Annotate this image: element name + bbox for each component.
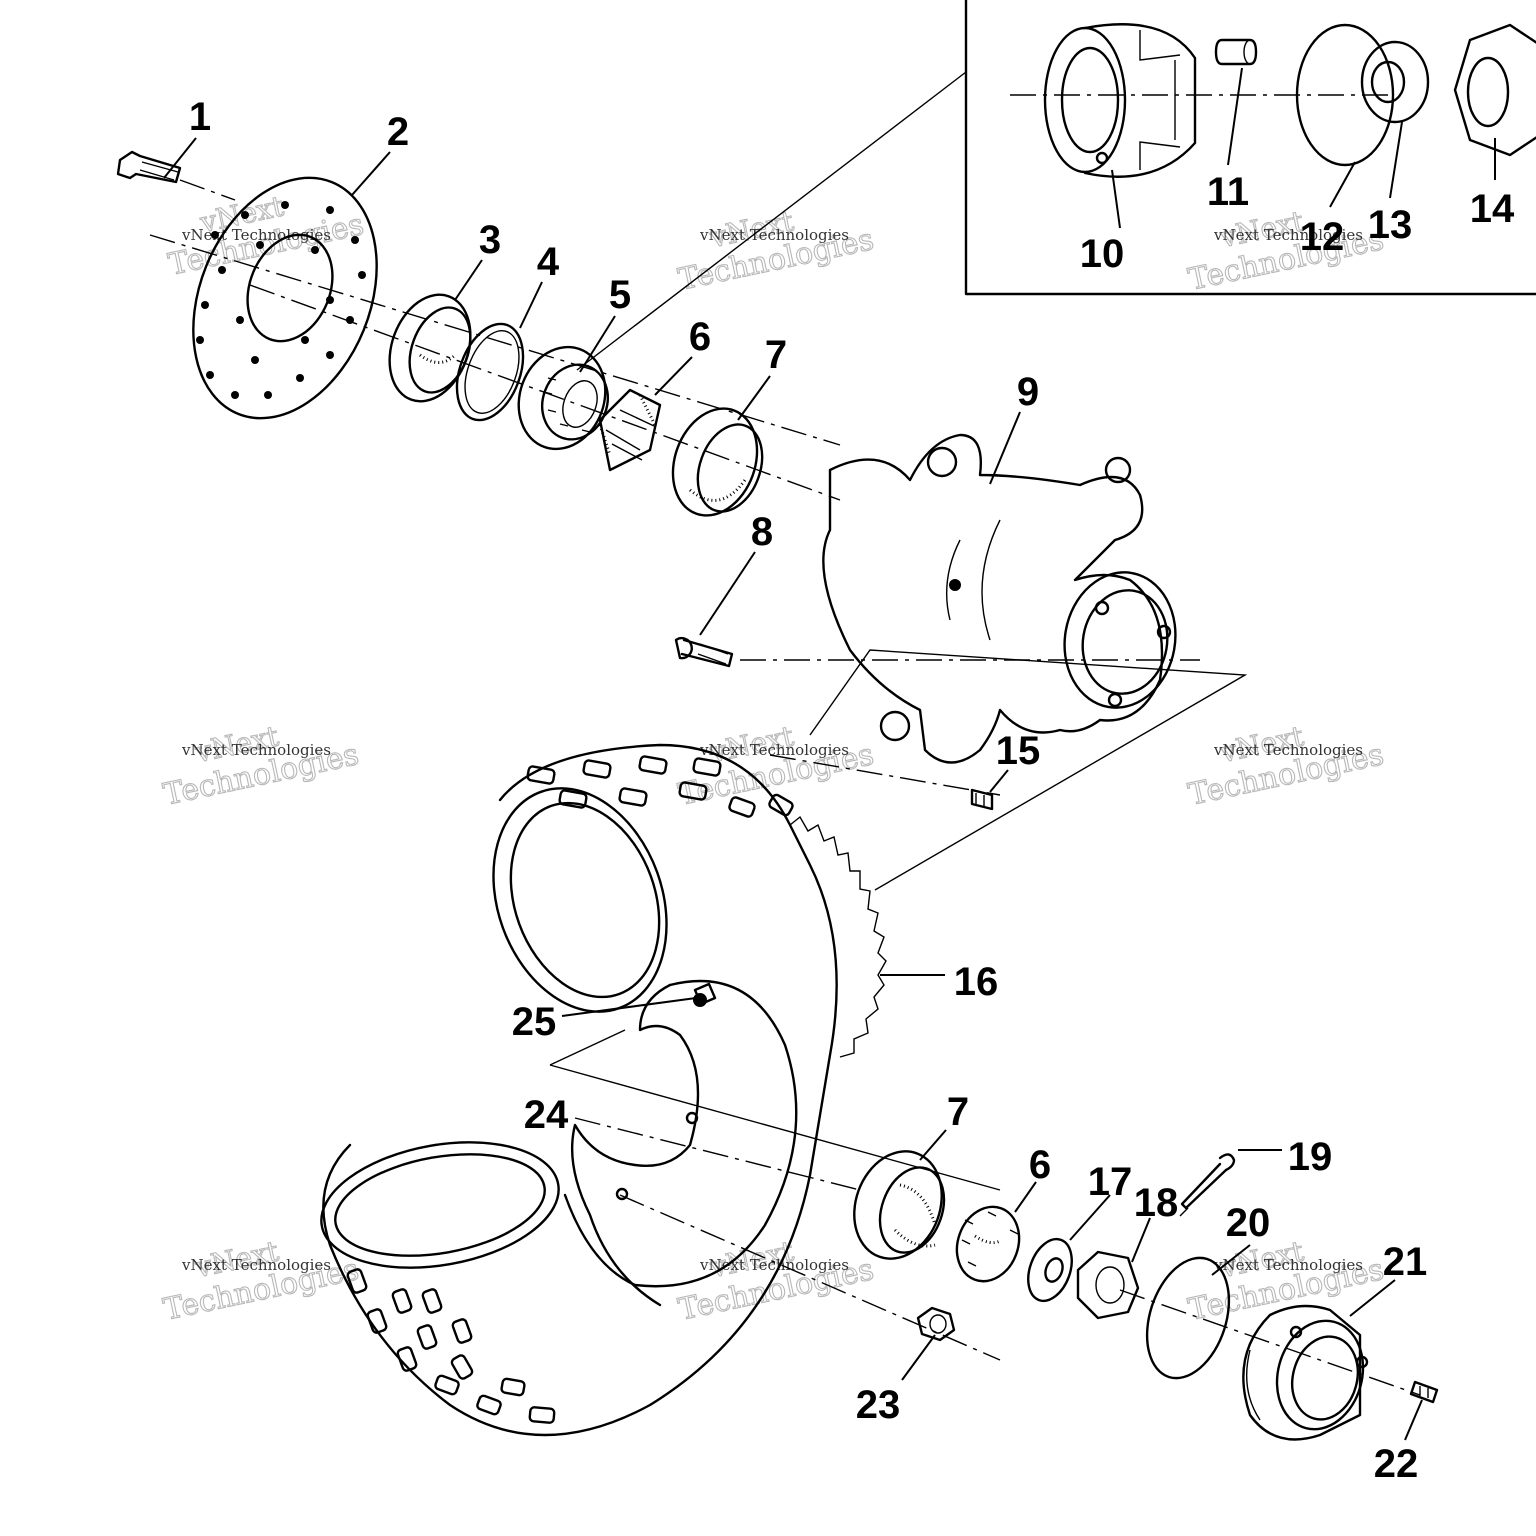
part-2-brake-disc <box>192 176 378 420</box>
part-12-o-ring <box>1295 23 1395 167</box>
callout-13: 13 <box>1368 203 1413 247</box>
part-13-washer <box>1360 40 1430 124</box>
part-3-seal <box>388 293 472 403</box>
callout-3: 3 <box>479 218 501 262</box>
callout-15: 15 <box>996 729 1041 773</box>
part-6-tapered-bearing-upper <box>598 388 662 472</box>
leader-lines <box>163 67 1496 1441</box>
callout-5: 5 <box>609 273 631 317</box>
callout-2: 2 <box>387 110 409 154</box>
part-23-lug-nut <box>916 1306 956 1342</box>
watermark-small: vNext Technologies <box>1213 1256 1363 1274</box>
callout-6: 6 <box>689 315 711 359</box>
part-9-steering-knuckle <box>822 433 1177 764</box>
watermark-small: vNext Technologies <box>181 741 331 759</box>
part-8-bolt <box>674 637 734 668</box>
callout-24: 24 <box>524 1093 569 1137</box>
callout-25: 25 <box>512 1000 557 1044</box>
callout-17: 17 <box>1088 1160 1133 1204</box>
part-11-pin <box>1214 38 1258 66</box>
watermark-small: vNext Technologies <box>699 741 849 759</box>
part-7-bearing-race-lower <box>853 1150 946 1260</box>
callout-16: 16 <box>954 960 999 1004</box>
callout-1: 1 <box>189 95 211 139</box>
callout-6-lower: 6 <box>1029 1143 1051 1187</box>
callout-18: 18 <box>1134 1181 1179 1225</box>
part-17-washer <box>1027 1237 1073 1303</box>
part-5-bearing-carrier <box>517 345 609 451</box>
watermark-small: vNext Technologies <box>1213 741 1363 759</box>
part-6-tapered-bearing-lower <box>955 1205 1021 1283</box>
callout-10: 10 <box>1080 232 1125 276</box>
inset-detail-frame <box>576 0 1536 371</box>
part-21-hub-cap <box>1242 1304 1369 1441</box>
callout-11: 11 <box>1207 170 1249 214</box>
tire-tread-blocks <box>346 755 794 1424</box>
part-4-snap-ring <box>455 322 525 422</box>
callout-23: 23 <box>856 1383 901 1427</box>
callout-20: 20 <box>1226 1201 1271 1245</box>
callout-14: 14 <box>1470 187 1515 231</box>
part-22-screw <box>1409 1380 1439 1404</box>
callout-12: 12 <box>1300 215 1345 259</box>
callout-4: 4 <box>537 240 560 284</box>
callout-9: 9 <box>1017 370 1039 414</box>
callout-labels: 1 2 3 4 5 6 7 8 9 10 11 12 13 14 15 16 2… <box>189 95 1515 1486</box>
part-14-nut <box>1453 23 1536 157</box>
part-15-set-screw <box>970 788 994 811</box>
callout-7: 7 <box>765 333 787 377</box>
part-16-tire <box>320 743 887 1437</box>
assembly-guide-lines <box>549 649 1248 1191</box>
watermark-small: vNext Technologies <box>181 1256 331 1274</box>
watermark-small: vNext Technologies <box>699 1256 849 1274</box>
callout-22: 22 <box>1374 1442 1419 1486</box>
part-20-o-ring <box>1145 1256 1231 1380</box>
part-10-hub-sleeve <box>1043 23 1197 178</box>
callout-19: 19 <box>1288 1135 1333 1179</box>
callout-21: 21 <box>1383 1240 1428 1284</box>
watermark-small: vNext Technologies <box>699 226 849 244</box>
part-7-bearing-race-upper <box>671 407 764 517</box>
watermark-small: vNext Technologies <box>1213 226 1363 244</box>
part-18-castle-nut <box>1076 1250 1140 1320</box>
part-1-bolt <box>116 150 236 201</box>
callout-7-lower: 7 <box>947 1090 969 1134</box>
callout-8: 8 <box>751 510 773 554</box>
part-25-valve-stem <box>693 982 717 1006</box>
part-19-cotter-pin <box>1179 1153 1236 1217</box>
